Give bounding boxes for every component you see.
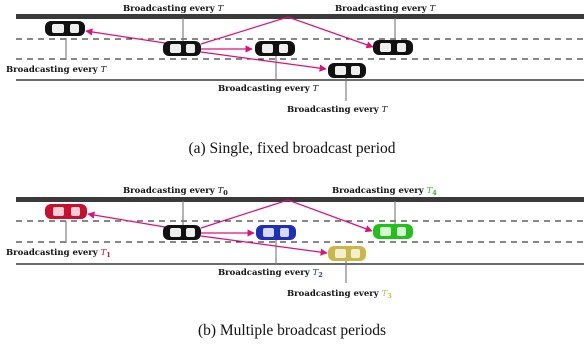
car-right xyxy=(373,40,413,55)
car-center xyxy=(163,41,201,56)
car-middle-right xyxy=(255,41,295,56)
road-top-edge xyxy=(16,197,584,202)
caption-a: (a) Single, fixed broadcast period xyxy=(188,140,395,157)
car-green xyxy=(373,224,413,239)
car-black xyxy=(163,225,201,240)
label-green-car: Broadcasting every T4 xyxy=(332,186,437,197)
road-top-edge xyxy=(16,14,584,19)
label-blue-car: Broadcasting every T2 xyxy=(218,268,323,279)
road-a xyxy=(16,14,584,81)
broadcast-arrows-b xyxy=(87,199,373,256)
panel-b: Broadcasting every T0 Broadcasting every… xyxy=(6,186,584,339)
caption-b: (b) Multiple broadcast periods xyxy=(198,322,386,339)
road-b xyxy=(16,197,584,265)
panel-a: Broadcasting every T Broadcasting every … xyxy=(6,4,584,157)
car-red xyxy=(45,204,87,219)
label-right-car: Broadcasting every T xyxy=(335,4,437,14)
car-lower-right xyxy=(328,63,366,78)
label-left-car: Broadcasting every T xyxy=(6,65,108,75)
car-blue xyxy=(256,225,296,240)
car-yellow xyxy=(328,246,366,261)
car-body xyxy=(45,204,87,219)
car-left xyxy=(45,21,85,36)
label-black-car: Broadcasting every T0 xyxy=(123,186,228,197)
label-red-car: Broadcasting every T1 xyxy=(6,248,111,259)
broadcast-arrows-a xyxy=(85,16,374,72)
label-lower-right-car: Broadcasting every T xyxy=(287,105,389,115)
label-middle-right-car: Broadcasting every T xyxy=(218,84,320,94)
label-center-car: Broadcasting every T xyxy=(123,4,225,14)
label-yellow-car: Broadcasting every T3 xyxy=(287,289,392,300)
